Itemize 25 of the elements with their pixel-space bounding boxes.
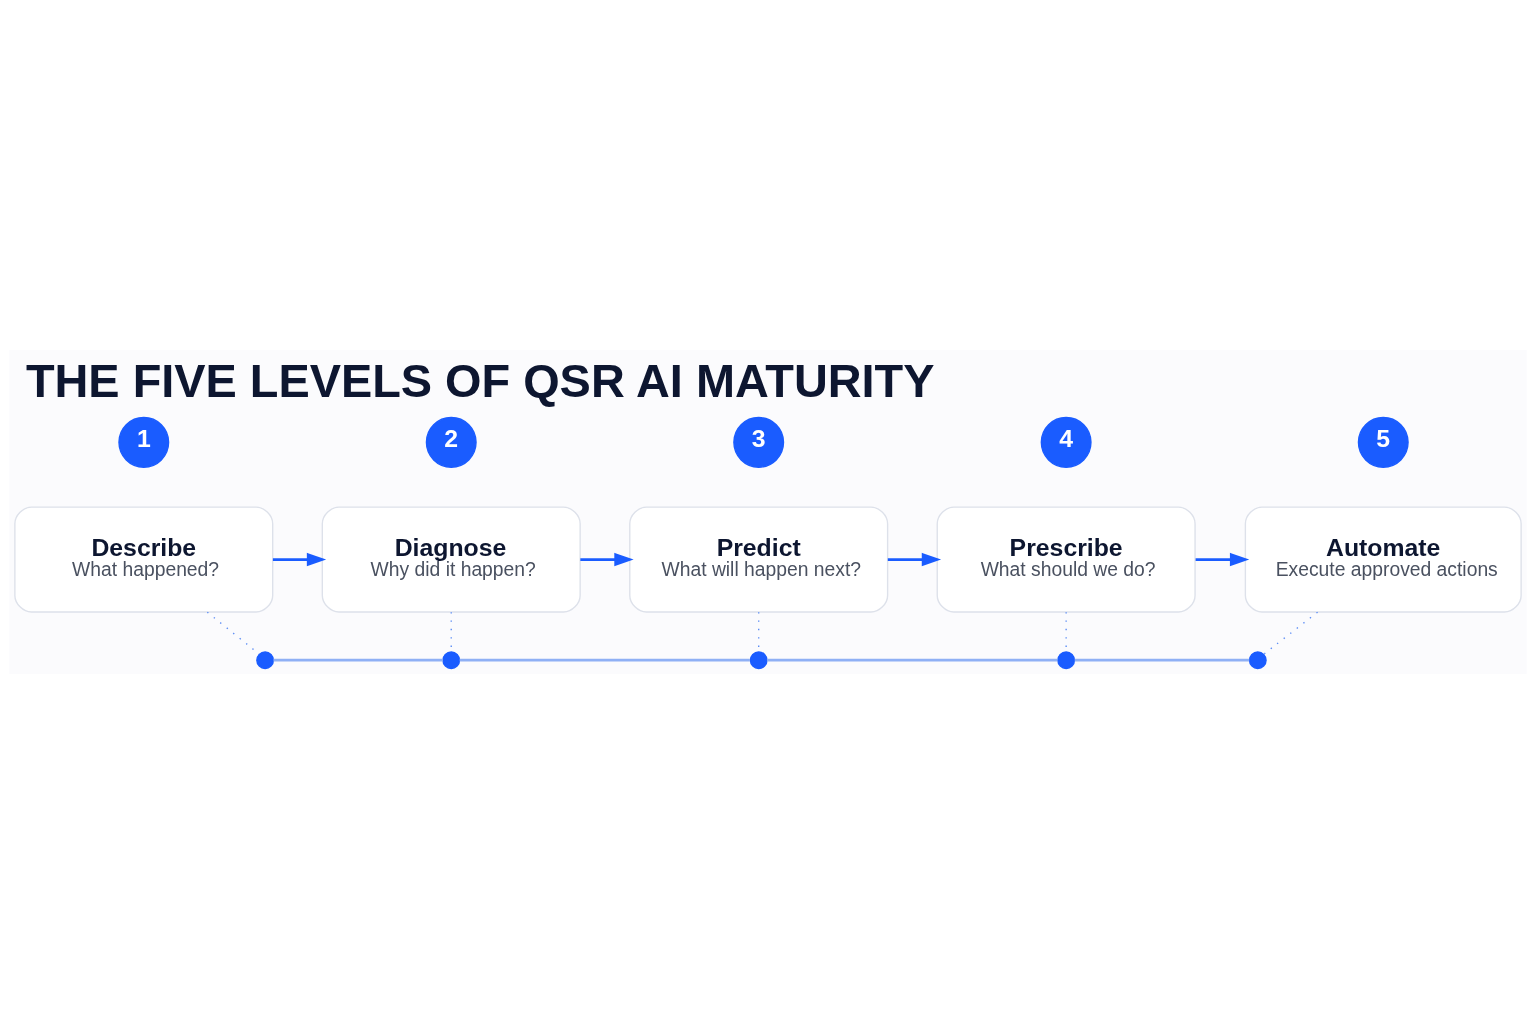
connector (1263, 611, 1319, 655)
node-circle: 4 (1040, 416, 1092, 468)
arrow (580, 552, 634, 567)
connector (1074, 658, 1250, 662)
node-circle (749, 651, 768, 670)
node-box: Describe What happened? (14, 506, 274, 613)
node-circle (442, 651, 461, 670)
node-circle: 1 (118, 416, 170, 468)
arrow (887, 552, 942, 567)
node-circle (1057, 651, 1076, 670)
node-box: Predict What will happen next? (629, 506, 889, 613)
arrow (1195, 552, 1250, 567)
node-circle (1248, 651, 1267, 670)
node-box: Automate Execute approved actions (1244, 506, 1522, 613)
node-box: Prescribe What should we do? (936, 506, 1196, 613)
connector (459, 658, 750, 662)
node-box: Diagnose Why did it happen? (321, 506, 581, 613)
node-circle (256, 651, 275, 670)
arrow (272, 552, 327, 567)
diagram-title: THE FIVE LEVELS OF QSR AI MATURITY (25, 355, 935, 408)
node-circle: 5 (1357, 416, 1409, 468)
connector (767, 658, 1058, 662)
node-circle: 2 (425, 416, 477, 468)
node-circle: 3 (733, 416, 785, 468)
connector (273, 658, 443, 662)
